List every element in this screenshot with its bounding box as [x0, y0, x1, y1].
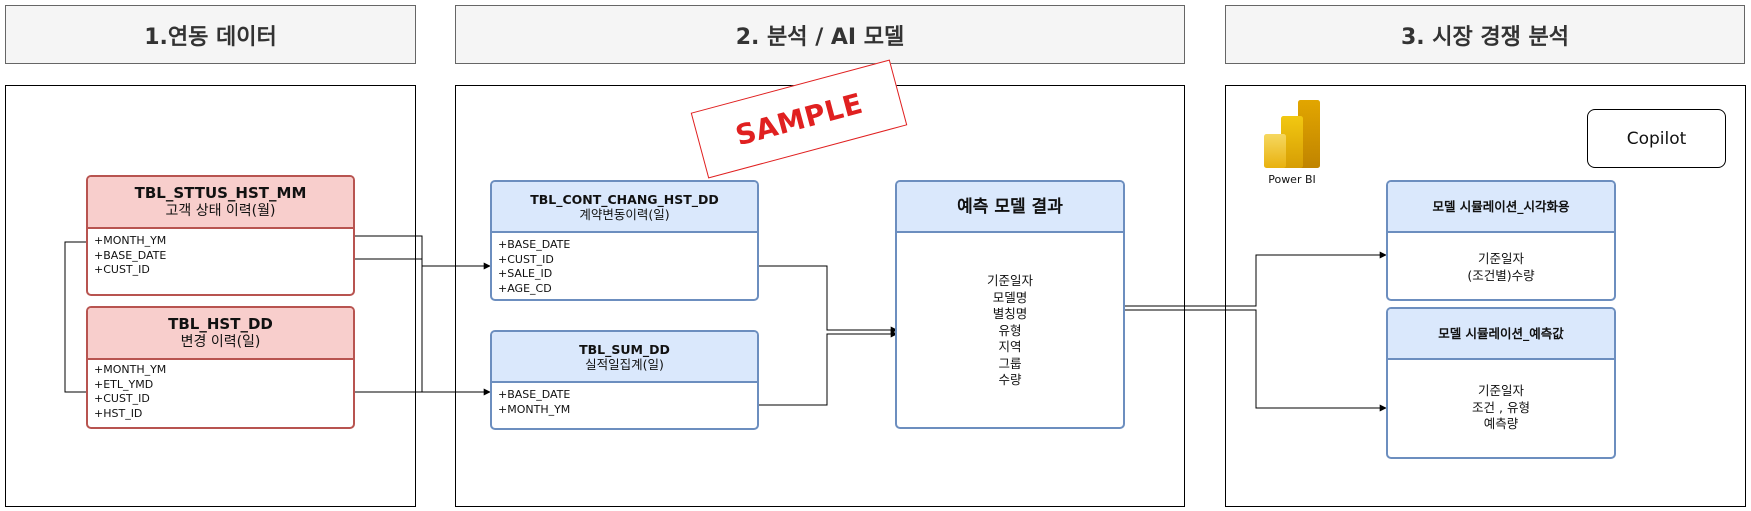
entity-forecast-header: 모델 시뮬레이션_예측값	[1388, 309, 1614, 360]
entity-sttus-header: TBL_STTUS_HST_MM 고객 상태 이력(월)	[88, 177, 353, 229]
field-item: 수량	[998, 372, 1022, 387]
copilot-box[interactable]: Copilot	[1587, 109, 1726, 168]
entity-viz-fields: 기준일자 (조건별)수량	[1388, 251, 1614, 284]
entity-sttus-fields: +MONTH_YM +BASE_DATE +CUST_ID	[94, 234, 349, 278]
field-item: 기준일자	[1477, 251, 1524, 266]
entity-cont-chang-hst-dd[interactable]: TBL_CONT_CHANG_HST_DD 계약변동이력(일) +BASE_DA…	[490, 180, 759, 301]
field-item: +HST_ID	[94, 406, 143, 420]
powerbi-label: Power BI	[1268, 173, 1316, 186]
header-market: 3. 시장 경쟁 분석	[1225, 5, 1745, 64]
field-item: +ETL_YMD	[94, 377, 154, 391]
entity-hst-header: TBL_HST_DD 변경 이력(일)	[88, 308, 353, 360]
field-item: +CUST_ID	[94, 392, 150, 405]
header-linked-data: 1.연동 데이터	[5, 5, 416, 64]
powerbi-icon	[1264, 100, 1320, 168]
field-item: +BASE_DATE	[498, 238, 571, 251]
header-analysis: 2. 분석 / AI 모델	[455, 5, 1185, 64]
field-item: +MONTH_YM	[94, 234, 167, 247]
entity-hst-subtitle: 변경 이력(일)	[180, 334, 261, 350]
field-item: 모델명	[992, 289, 1028, 305]
entity-forecast-title: 모델 시뮬레이션_예측값	[1438, 326, 1564, 341]
entity-viz-header: 모델 시뮬레이션_시각화용	[1388, 182, 1614, 233]
entity-hst-title: TBL_HST_DD	[168, 315, 273, 333]
field-item: +MONTH_YM	[94, 363, 167, 376]
entity-cont-header: TBL_CONT_CHANG_HST_DD 계약변동이력(일)	[492, 182, 757, 233]
entity-sum-header: TBL_SUM_DD 실적일집계(일)	[492, 332, 757, 383]
field-item: 조건 , 유형	[1472, 399, 1530, 415]
entity-predict-result[interactable]: 예측 모델 결과 기준일자 모델명 별칭명 유형 지역 그룹 수량	[895, 180, 1125, 429]
field-item: 기준일자	[1477, 383, 1524, 398]
entity-sim-visualization[interactable]: 모델 시뮬레이션_시각화용 기준일자 (조건별)수량	[1386, 180, 1616, 301]
field-item: +BASE_DATE	[498, 388, 571, 401]
field-item: +CUST_ID	[94, 263, 150, 276]
entity-sttus-hst-mm[interactable]: TBL_STTUS_HST_MM 고객 상태 이력(월) +MONTH_YM +…	[86, 175, 355, 296]
entity-predict-title: 예측 모델 결과	[957, 196, 1063, 217]
entity-forecast-fields: 기준일자 조건 , 유형 예측량	[1388, 383, 1614, 433]
entity-sum-title: TBL_SUM_DD	[579, 341, 670, 357]
entity-cont-title: TBL_CONT_CHANG_HST_DD	[530, 191, 719, 207]
field-item: +AGE_CD	[498, 281, 552, 295]
entity-predict-fields: 기준일자 모델명 별칭명 유형 지역 그룹 수량	[897, 273, 1123, 389]
entity-viz-title: 모델 시뮬레이션_시각화용	[1432, 199, 1570, 214]
field-item: 지역	[998, 339, 1022, 354]
entity-sum-dd[interactable]: TBL_SUM_DD 실적일집계(일) +BASE_DATE +MONTH_YM	[490, 330, 759, 430]
field-item: 유형	[998, 322, 1022, 338]
section-linked-data	[5, 85, 416, 507]
entity-sttus-subtitle: 고객 상태 이력(월)	[165, 203, 276, 219]
entity-sttus-title: TBL_STTUS_HST_MM	[134, 184, 307, 202]
entity-sim-forecast[interactable]: 모델 시뮬레이션_예측값 기준일자 조건 , 유형 예측량	[1386, 307, 1616, 459]
field-item: (조건별)수량	[1467, 267, 1535, 283]
field-item: +BASE_DATE	[94, 248, 167, 262]
field-item: 그룹	[998, 355, 1022, 371]
field-item: 기준일자	[986, 273, 1033, 288]
field-item: +MONTH_YM	[498, 402, 571, 416]
field-item: 예측량	[1483, 416, 1519, 431]
entity-cont-subtitle: 계약변동이력(일)	[579, 206, 670, 222]
field-item: +SALE_ID	[498, 267, 553, 280]
entity-hst-dd[interactable]: TBL_HST_DD 변경 이력(일) +MONTH_YM +ETL_YMD +…	[86, 306, 355, 429]
field-item: 별칭명	[992, 306, 1028, 321]
entity-cont-fields: +BASE_DATE +CUST_ID +SALE_ID +AGE_CD	[498, 238, 753, 296]
entity-predict-header: 예측 모델 결과	[897, 182, 1123, 233]
entity-sum-fields: +BASE_DATE +MONTH_YM	[498, 388, 753, 417]
field-item: +CUST_ID	[498, 252, 554, 266]
entity-sum-subtitle: 실적일집계(일)	[585, 356, 664, 372]
entity-hst-fields: +MONTH_YM +ETL_YMD +CUST_ID +HST_ID	[94, 363, 349, 421]
